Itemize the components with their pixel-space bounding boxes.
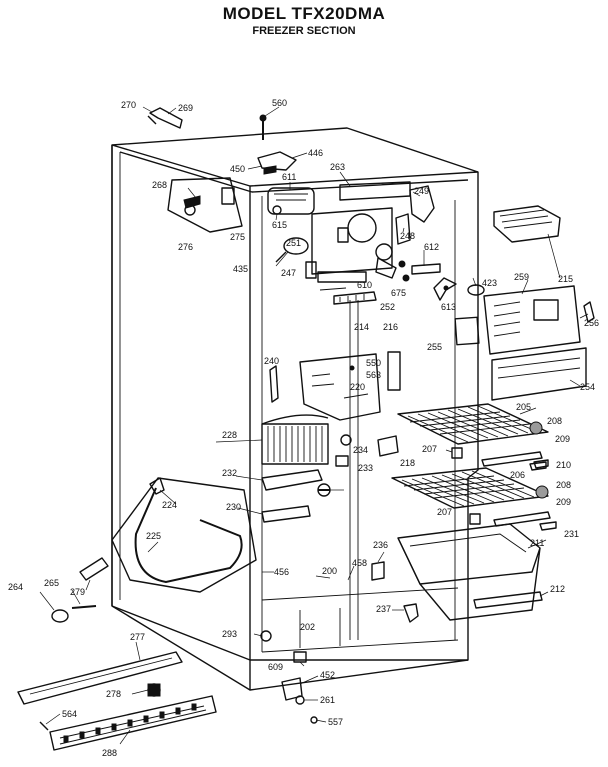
label-452: 452: [320, 670, 335, 680]
label-288: 288: [102, 748, 117, 758]
label-207-lower: 207: [437, 507, 452, 517]
label-209: 209: [555, 434, 570, 444]
label-609: 609: [268, 662, 283, 672]
label-560: 560: [272, 98, 287, 108]
label-200: 200: [322, 566, 337, 576]
label-225: 225: [146, 531, 161, 541]
label-249: 249: [414, 186, 429, 196]
label-251: 251: [286, 238, 301, 248]
label-268: 268: [152, 180, 167, 190]
shelf-upper: [397, 403, 549, 445]
label-234: 234: [353, 445, 368, 455]
label-220: 220: [350, 382, 365, 392]
label-277: 277: [130, 632, 145, 642]
label-612: 612: [424, 242, 439, 252]
label-563: 563: [366, 370, 381, 380]
label-236: 236: [373, 540, 388, 550]
label-261: 261: [320, 695, 335, 705]
label-446: 446: [308, 148, 323, 158]
evaporator-coil: [261, 414, 329, 465]
label-275: 275: [230, 232, 245, 242]
label-240: 240: [264, 356, 279, 366]
label-232: 232: [222, 468, 237, 478]
label-214: 214: [354, 322, 369, 332]
label-256: 256: [584, 318, 599, 328]
kick-grille: [49, 695, 217, 751]
label-207: 207: [422, 444, 437, 454]
label-218: 218: [400, 458, 415, 468]
label-550: 550: [366, 358, 381, 368]
label-205: 205: [516, 402, 531, 412]
label-458: 458: [352, 558, 367, 568]
label-456: 456: [274, 567, 289, 577]
label-450: 450: [230, 164, 245, 174]
label-254: 254: [580, 382, 595, 392]
label-202: 202: [300, 622, 315, 632]
label-216: 216: [383, 322, 398, 332]
label-215: 215: [558, 274, 573, 284]
label-264: 264: [8, 582, 23, 592]
label-255: 255: [427, 342, 442, 352]
label-211: 211: [530, 538, 544, 548]
label-293: 293: [222, 629, 237, 639]
label-263: 263: [330, 162, 345, 172]
label-435: 435: [233, 264, 248, 274]
label-212: 212: [550, 584, 565, 594]
freezer-cabinet: [111, 127, 479, 691]
middle-parts: [261, 353, 557, 531]
label-613: 613: [441, 302, 456, 312]
label-259: 259: [514, 272, 529, 282]
part-labels: 270 269 560 446 450 611 263 249 268 276 …: [8, 98, 599, 758]
label-209-lower: 209: [556, 497, 571, 507]
page-title: MODEL TFX20DMA: [222, 4, 386, 23]
page-subtitle: FREEZER SECTION: [252, 25, 356, 37]
label-278: 278: [106, 689, 121, 699]
label-237: 237: [376, 604, 391, 614]
label-423: 423: [482, 278, 497, 288]
label-248: 248: [400, 231, 415, 241]
top-parts: [147, 107, 485, 305]
label-210: 210: [556, 460, 571, 470]
label-675: 675: [391, 288, 406, 298]
label-564: 564: [62, 709, 77, 719]
freezer-basket: [397, 523, 543, 621]
label-230-left: 230: [226, 502, 241, 512]
label-231: 231: [564, 529, 579, 539]
label-610: 610: [357, 280, 372, 290]
bottom-parts: [17, 523, 543, 751]
label-233: 233: [358, 463, 373, 473]
right-side-parts: [387, 205, 595, 401]
label-269: 269: [178, 103, 193, 113]
label-615: 615: [272, 220, 287, 230]
label-247: 247: [281, 268, 296, 278]
label-228: 228: [222, 430, 237, 440]
label-611: 611: [282, 172, 296, 182]
label-279: 279: [70, 587, 85, 597]
left-side-parts: [79, 477, 257, 593]
label-265: 265: [44, 578, 59, 588]
label-252: 252: [380, 302, 395, 312]
label-270: 270: [121, 100, 136, 110]
leader-lines: [39, 106, 589, 745]
shelf-lower: [391, 467, 549, 509]
label-208-lower: 208: [556, 480, 571, 490]
label-206: 206: [510, 470, 525, 480]
label-557: 557: [328, 717, 343, 727]
label-224: 224: [162, 500, 177, 510]
label-276: 276: [178, 242, 193, 252]
label-208: 208: [547, 416, 562, 426]
